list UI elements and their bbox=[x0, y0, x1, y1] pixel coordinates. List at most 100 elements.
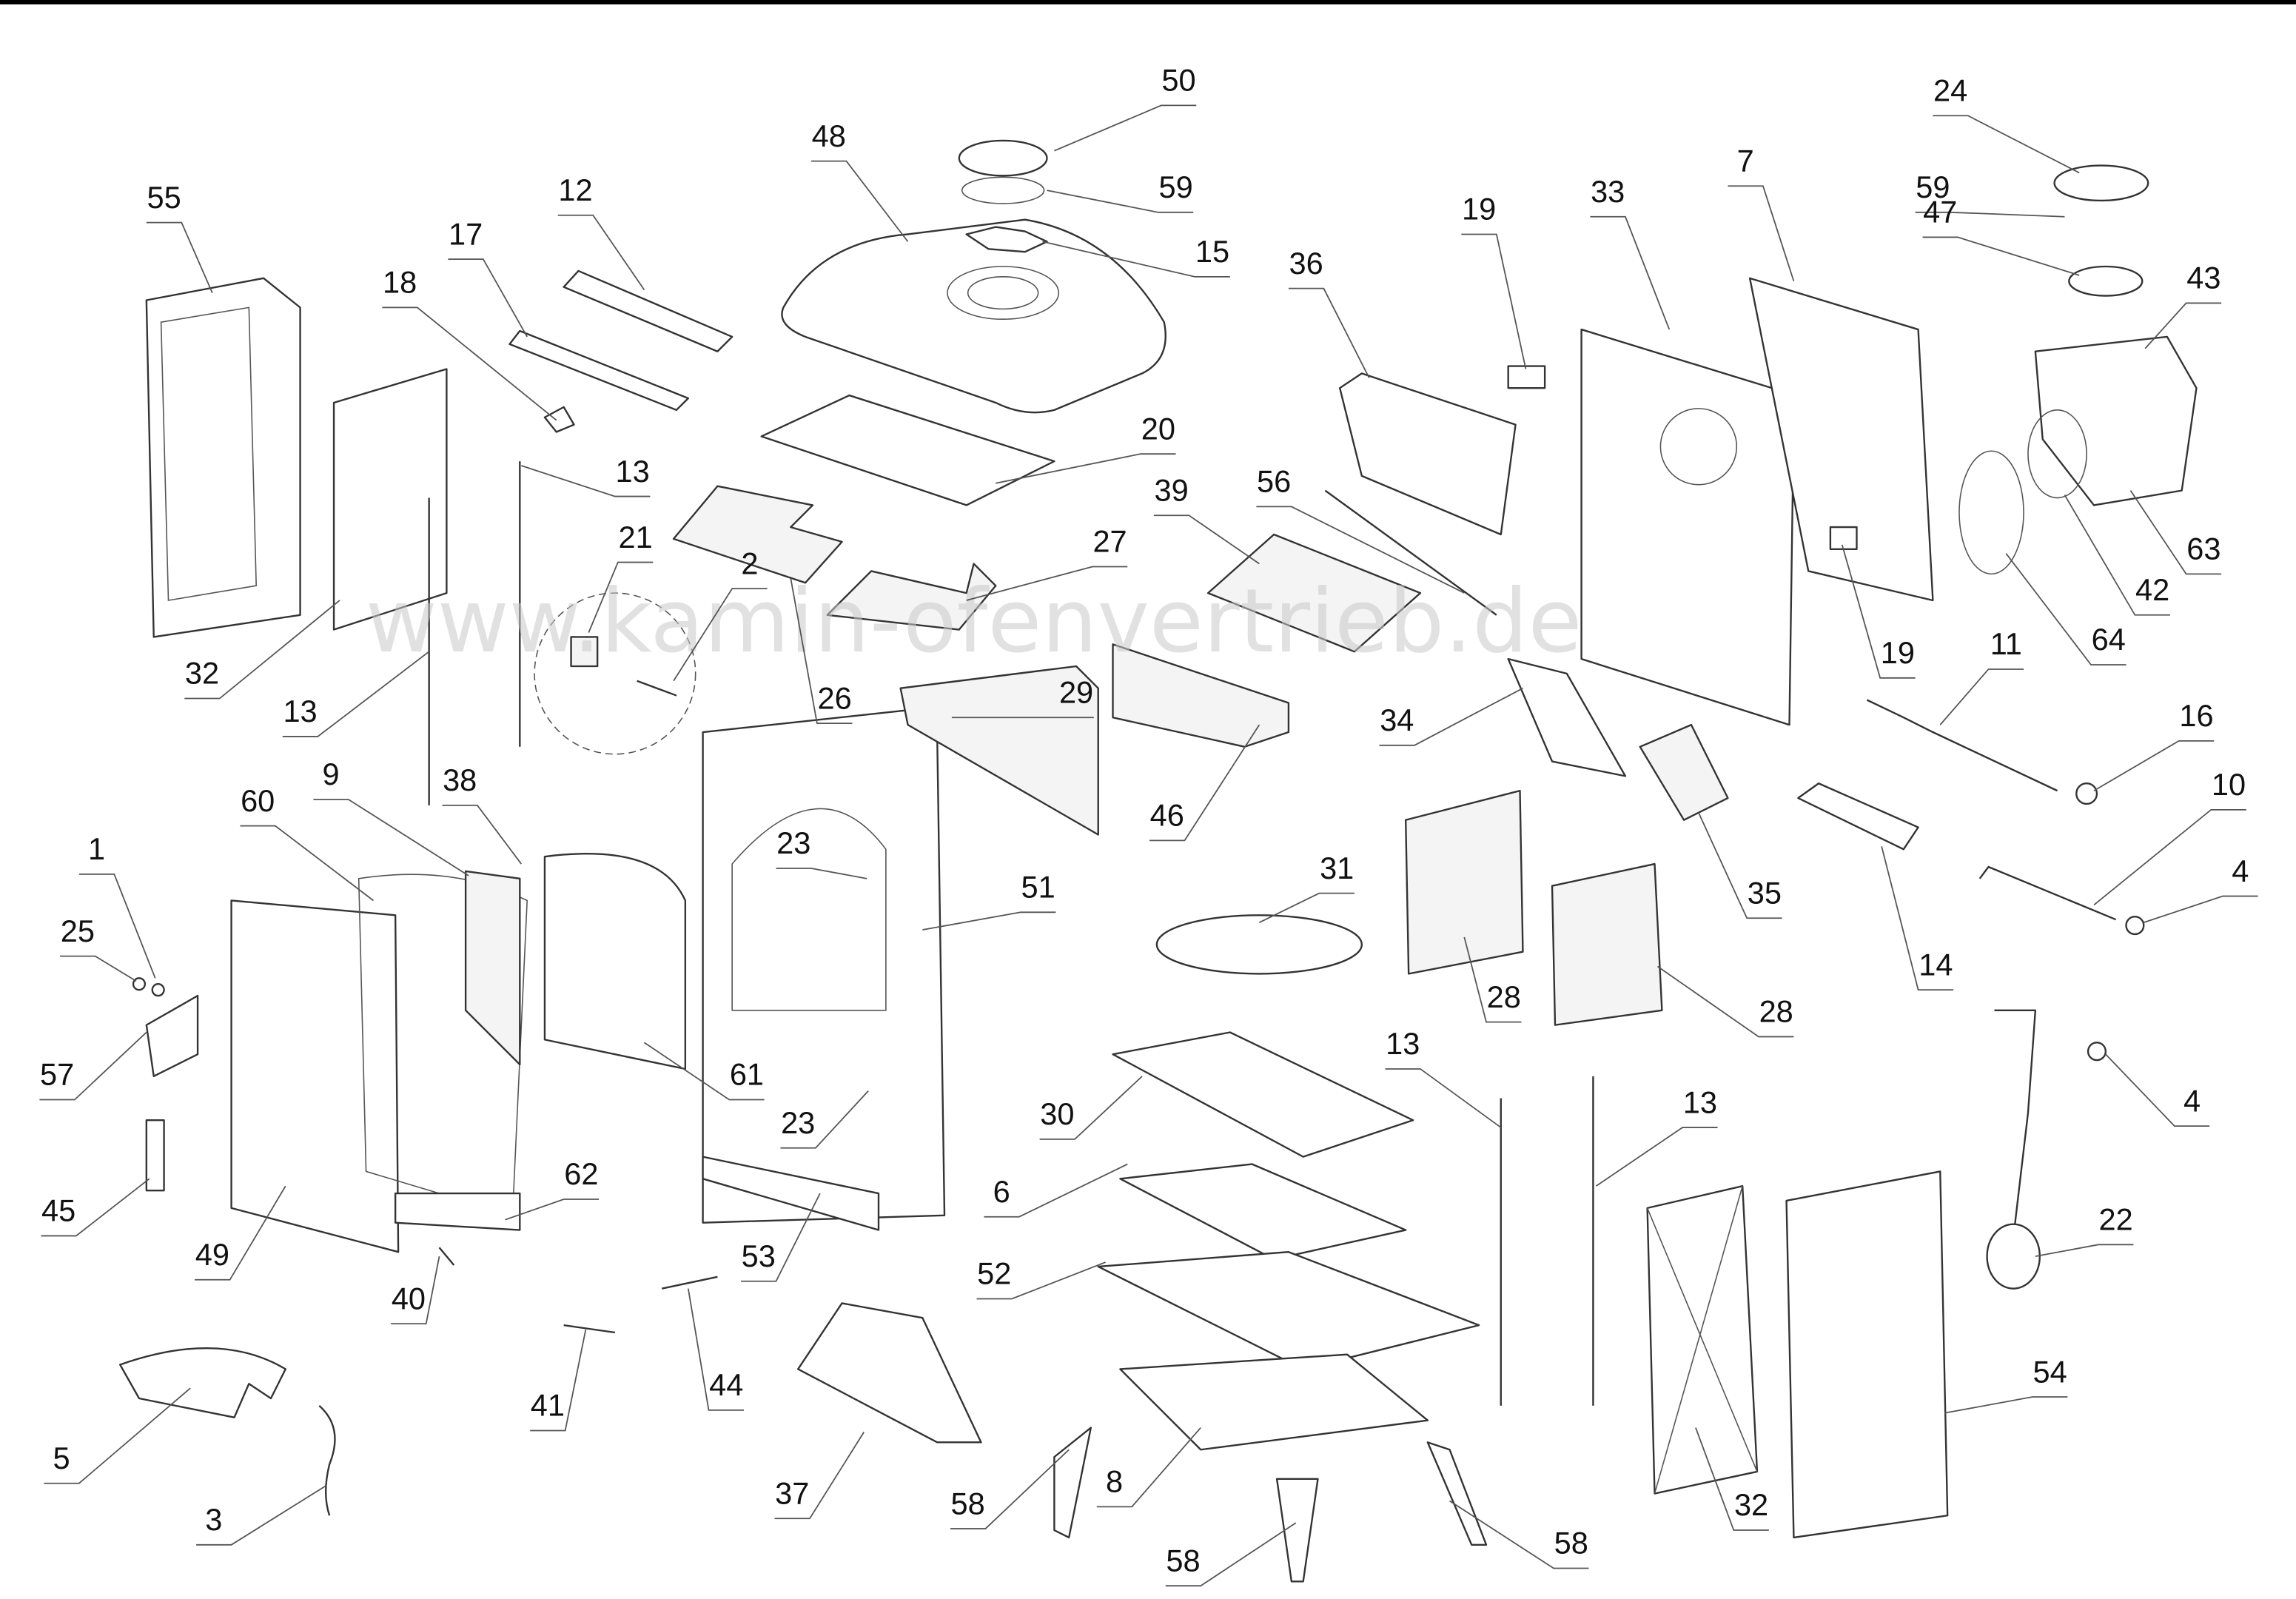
callout-35: 35 bbox=[1748, 875, 1782, 910]
part-knob-4 bbox=[2125, 916, 2145, 936]
part-brick-28a bbox=[1404, 789, 1524, 975]
part-grate-31 bbox=[1155, 914, 1363, 975]
leader-line-21 bbox=[588, 561, 654, 633]
leader-line-60 bbox=[240, 825, 375, 902]
part-gasket-15 bbox=[965, 226, 1048, 253]
part-rod-10 bbox=[1978, 865, 2117, 921]
callout-4: 4 bbox=[2232, 854, 2249, 888]
callout-56: 56 bbox=[1257, 464, 1291, 499]
callout-17: 17 bbox=[449, 216, 483, 251]
part-spring-40 bbox=[438, 1247, 455, 1266]
leader-line-58 bbox=[1165, 1522, 1297, 1587]
leader-line-52 bbox=[976, 1261, 1106, 1300]
part-17 bbox=[508, 329, 689, 412]
callout-12: 12 bbox=[558, 172, 592, 207]
part-pin-2 bbox=[637, 680, 677, 697]
callout-13: 13 bbox=[283, 694, 317, 728]
callout-58: 58 bbox=[1554, 1526, 1588, 1561]
part-plate-8 bbox=[1119, 1353, 1429, 1451]
callout-40: 40 bbox=[392, 1281, 426, 1315]
callout-28: 28 bbox=[1759, 994, 1793, 1029]
callout-51: 51 bbox=[1021, 870, 1055, 905]
part-flue-43 bbox=[2034, 335, 2198, 506]
callout-42: 42 bbox=[2135, 572, 2169, 607]
leader-line-61 bbox=[643, 1042, 765, 1101]
part-panel-32-cross bbox=[1646, 1185, 1758, 1494]
callout-41: 41 bbox=[531, 1388, 565, 1423]
callout-25: 25 bbox=[61, 914, 95, 948]
leader-line-49 bbox=[195, 1185, 286, 1281]
leader-line-26 bbox=[790, 578, 853, 725]
part-leg-58b bbox=[1275, 1478, 1319, 1583]
leader-line-62 bbox=[505, 1199, 600, 1221]
leader-line-38 bbox=[442, 805, 522, 865]
part-spring-44 bbox=[661, 1275, 718, 1290]
leader-line-30 bbox=[1039, 1076, 1143, 1140]
leader-line-16 bbox=[2093, 740, 2215, 791]
callout-2: 2 bbox=[741, 546, 758, 580]
part-leg-58c bbox=[1426, 1441, 1488, 1546]
callout-36: 36 bbox=[1289, 246, 1323, 281]
leader-line-28 bbox=[1656, 965, 1794, 1038]
part-gasket-60 bbox=[358, 874, 528, 1216]
leader-line-63 bbox=[2129, 490, 2222, 575]
part-baffle-20 bbox=[760, 394, 1055, 506]
part-ash-tool-5 bbox=[119, 1347, 286, 1418]
leader-line-57 bbox=[39, 1031, 147, 1101]
callout-58: 58 bbox=[951, 1486, 985, 1521]
part-knob-16 bbox=[2075, 782, 2098, 805]
leader-line-41 bbox=[530, 1329, 587, 1432]
callout-6: 6 bbox=[993, 1174, 1010, 1209]
callout-22: 22 bbox=[2099, 1202, 2133, 1237]
part-knob-4b bbox=[2087, 1042, 2107, 1062]
callout-46: 46 bbox=[1150, 798, 1184, 833]
part-ashpan-6 bbox=[1119, 1163, 1407, 1261]
part-ring-47 bbox=[2068, 265, 2144, 297]
part-base-30 bbox=[1112, 1031, 1414, 1158]
leader-line-32 bbox=[1695, 1427, 1769, 1531]
part-side-panel-55 bbox=[145, 277, 301, 638]
callout-45: 45 bbox=[41, 1193, 75, 1228]
part-side-panel-54 bbox=[1785, 1170, 1949, 1539]
leader-line-19 bbox=[1841, 544, 1916, 679]
part-21 bbox=[570, 636, 599, 668]
leader-line-48 bbox=[810, 160, 909, 242]
leader-line-4 bbox=[2105, 1053, 2210, 1127]
part-log-guard-37 bbox=[796, 1302, 982, 1444]
part-handle-3 bbox=[318, 1405, 336, 1516]
leader-line-43 bbox=[2144, 302, 2222, 349]
leader-line-13 bbox=[521, 465, 651, 497]
part-damper-22 bbox=[1994, 1009, 2037, 1238]
leader-line-28 bbox=[1463, 936, 1522, 1023]
part-56 bbox=[1324, 489, 1497, 616]
detail-circle bbox=[534, 592, 696, 755]
leader-line-22 bbox=[2035, 1244, 2134, 1258]
callout-50: 50 bbox=[1161, 63, 1195, 98]
callout-31: 31 bbox=[1320, 851, 1354, 885]
part-29 bbox=[899, 665, 1099, 836]
part-clip-19 bbox=[1507, 365, 1546, 389]
leader-line-13 bbox=[1595, 1127, 1718, 1187]
callout-4: 4 bbox=[2183, 1083, 2201, 1118]
part-door-49 bbox=[230, 899, 400, 1253]
part-gasket-64 bbox=[1958, 450, 2024, 575]
part-26 bbox=[672, 485, 843, 584]
leader-line-55 bbox=[146, 221, 213, 293]
leader-line-53 bbox=[741, 1193, 821, 1282]
callout-62: 62 bbox=[564, 1156, 598, 1191]
leader-line-17 bbox=[448, 258, 528, 338]
callout-59: 59 bbox=[1158, 170, 1192, 204]
leader-line-10 bbox=[2093, 808, 2246, 906]
callout-8: 8 bbox=[1106, 1464, 1123, 1499]
part-27 bbox=[826, 563, 997, 631]
callout-18: 18 bbox=[383, 265, 417, 300]
leader-line-24 bbox=[1933, 115, 2080, 174]
leader-line-15 bbox=[1042, 241, 1230, 278]
leader-line-36 bbox=[1288, 287, 1370, 378]
callout-55: 55 bbox=[147, 180, 181, 215]
callout-5: 5 bbox=[53, 1441, 70, 1475]
leader-line-51 bbox=[922, 911, 1056, 931]
